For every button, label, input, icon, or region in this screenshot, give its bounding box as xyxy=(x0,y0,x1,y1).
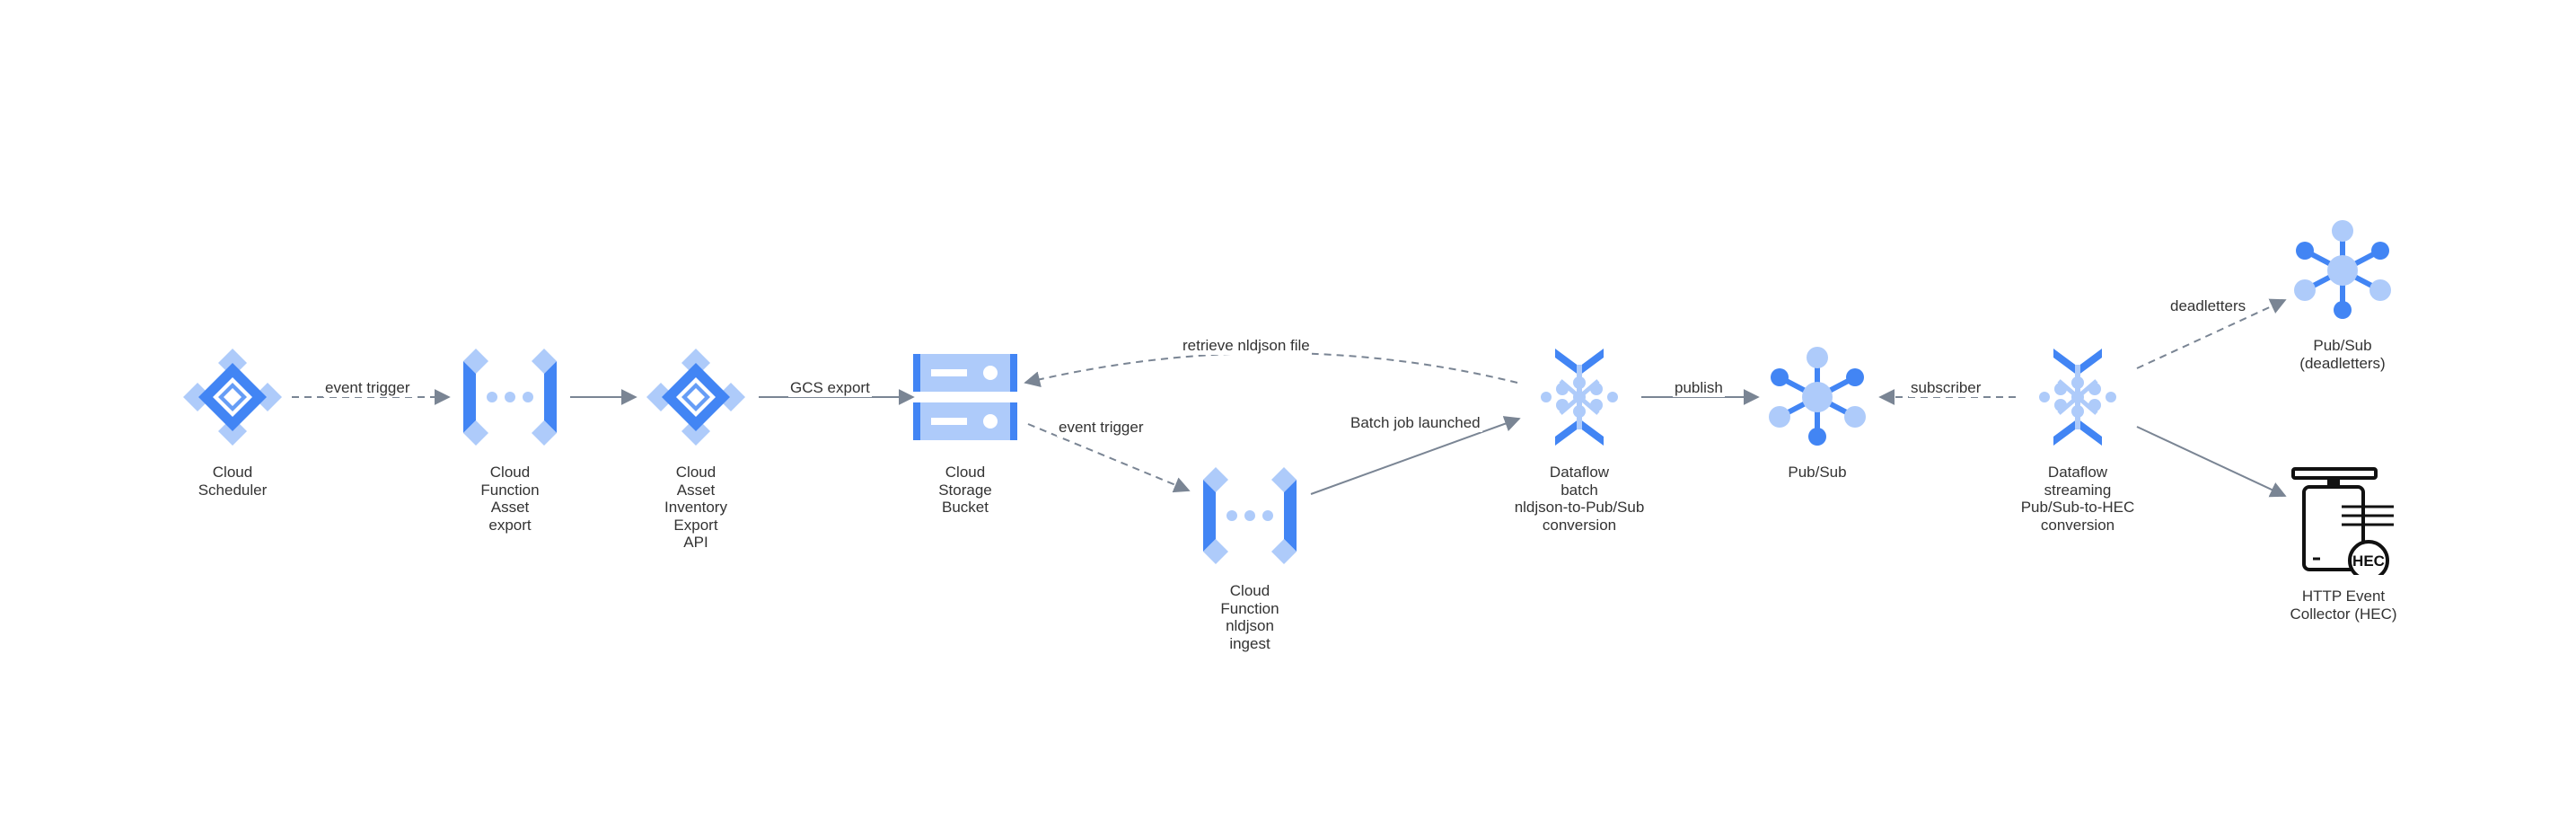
dataflow-icon xyxy=(1541,349,1618,446)
edge-label-gcs-export: GCS export xyxy=(788,379,872,397)
edge-label-subscriber: subscriber xyxy=(1909,379,1983,397)
edge-label-event-trigger-2: event trigger xyxy=(1057,419,1146,437)
hec-badge-text: HEC xyxy=(2352,552,2385,570)
edge-dataflow-batch-to-storage xyxy=(1024,352,1518,388)
edge-label-deadletters: deadletters xyxy=(2168,297,2248,315)
node-label-cloud-function-nldjson-ingest: Cloud Function nldjson ingest xyxy=(1220,582,1279,652)
node-label-http-event-collector: HTTP Event Collector (HEC) xyxy=(2290,588,2397,623)
node-label-cloud-asset-inventory: Cloud Asset Inventory Export API xyxy=(664,464,727,551)
cloud-functions-icon xyxy=(1203,467,1297,564)
node-label-dataflow-streaming: Dataflow streaming Pub/Sub-to-HEC conver… xyxy=(2020,464,2135,534)
edge-dataflow-stream-to-hec xyxy=(2136,426,2287,498)
edge-dataflow-stream-to-deadletters xyxy=(2136,298,2287,369)
node-label-pubsub: Pub/Sub xyxy=(1788,464,1847,481)
edge-cf-ingest-to-dataflow-batch xyxy=(1310,416,1521,495)
hec-server-icon: HEC xyxy=(2291,467,2394,575)
edge-label-publish: publish xyxy=(1673,379,1725,397)
edge-label-event-trigger-1: event trigger xyxy=(323,379,412,397)
cloud-asset-inventory-icon xyxy=(646,349,745,446)
edge-label-batch-job-launched: Batch job launched xyxy=(1349,414,1482,432)
edge-storage-to-cf-ingest xyxy=(1027,423,1191,493)
cloud-scheduler-icon xyxy=(183,349,282,446)
cloud-storage-icon xyxy=(913,354,1017,440)
node-label-dataflow-batch: Dataflow batch nldjson-to-Pub/Sub conver… xyxy=(1514,464,1645,534)
node-label-cloud-function-asset-export: Cloud Function Asset export xyxy=(480,464,540,534)
pubsub-icon xyxy=(2294,220,2391,319)
node-label-pubsub-deadletters: Pub/Sub (deadletters) xyxy=(2299,337,2386,372)
pubsub-icon xyxy=(1769,347,1866,446)
dataflow-icon xyxy=(2039,349,2116,446)
cloud-functions-icon xyxy=(463,349,557,446)
node-label-cloud-storage-bucket: Cloud Storage Bucket xyxy=(938,464,992,516)
edge-label-retrieve-nldjson-file: retrieve nldjson file xyxy=(1181,337,1312,355)
node-label-cloud-scheduler: Cloud Scheduler xyxy=(198,464,268,499)
